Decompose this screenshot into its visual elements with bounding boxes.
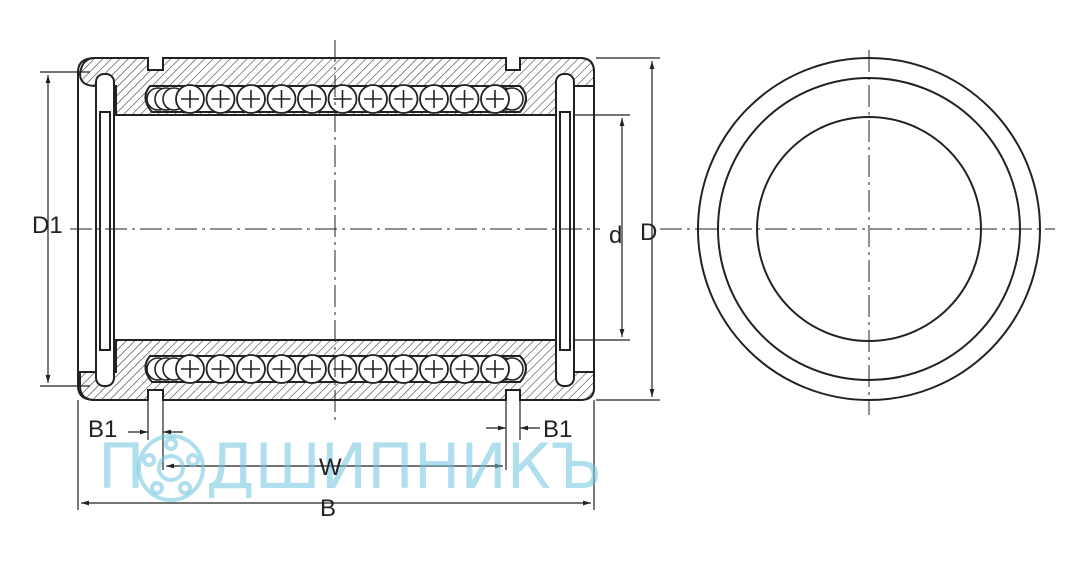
bearing-ball — [297, 354, 327, 384]
bearing-ball — [327, 354, 358, 384]
bearing-ball — [297, 84, 327, 114]
label-w: W — [319, 454, 342, 481]
bearing-ball — [388, 84, 419, 114]
left-ring-inner — [99, 111, 111, 351]
watermark-text: ДШИПНИКЪ — [206, 430, 602, 503]
side-section-view — [77, 57, 595, 401]
label-d: d — [609, 222, 622, 249]
dimension-labels: D1 d D B1 B1 W B — [32, 212, 657, 522]
bearing-ball — [358, 84, 388, 114]
label-big-d: D — [640, 219, 657, 246]
bearing-ball — [449, 84, 480, 114]
bearing-ball — [266, 84, 297, 114]
bearing-ball — [419, 354, 449, 384]
right-ring-inner — [559, 111, 571, 351]
bearing-ball — [205, 84, 236, 114]
bearing-ball — [175, 84, 205, 114]
side-centerlines — [70, 40, 600, 420]
label-b1-left: B1 — [88, 416, 117, 443]
bearing-ball — [480, 84, 510, 114]
bearing-ball — [236, 354, 266, 384]
bearing-ball — [480, 354, 510, 384]
label-b: B — [320, 495, 336, 522]
label-d1: D1 — [32, 212, 63, 239]
bearing-ball — [205, 354, 236, 384]
watermark-leading-letter: П — [98, 430, 145, 503]
bearing-ball — [449, 354, 480, 384]
top-ball-row — [146, 84, 524, 114]
dimension-lines — [40, 57, 660, 510]
label-b1-right: B1 — [543, 416, 572, 443]
bearing-ball — [388, 354, 419, 384]
watermark-bearing-logo — [137, 434, 205, 502]
watermark: П ДШИПНИКЪ — [98, 430, 602, 503]
end-centerlines — [660, 50, 1055, 415]
bearing-ball — [358, 354, 388, 384]
bearing-ball — [175, 354, 205, 384]
bearing-ball — [327, 84, 358, 114]
bearing-ball — [266, 354, 297, 384]
bearing-ball — [419, 84, 449, 114]
bearing-ball — [236, 84, 266, 114]
